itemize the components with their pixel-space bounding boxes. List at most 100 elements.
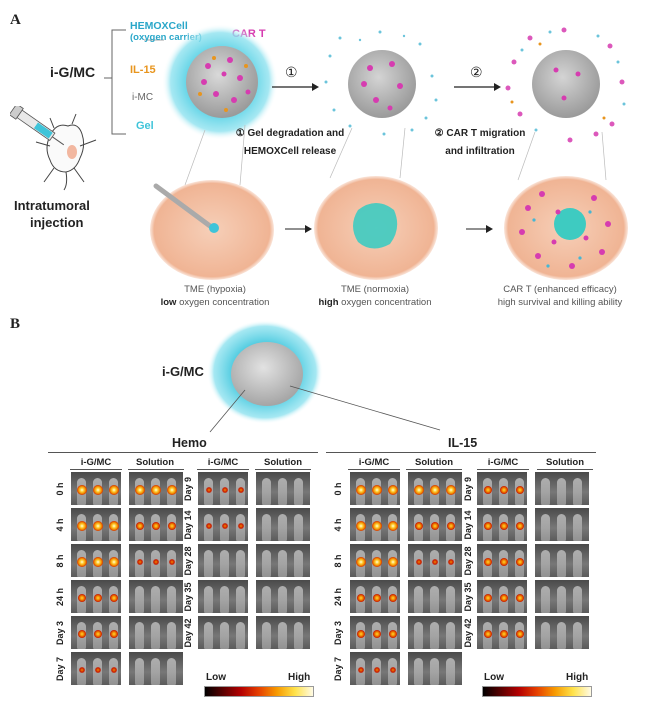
bli-signal-spot — [93, 485, 103, 495]
il15-col-igmc-1: i-G/MC — [358, 457, 390, 468]
hemox-label: HEMOXCell — [130, 20, 188, 32]
mouse-silhouette — [220, 622, 229, 649]
bli-signal-spot — [357, 630, 365, 638]
mouse-silhouette — [430, 586, 439, 613]
il15-col-rule-4 — [537, 469, 593, 470]
migration-sphere — [505, 27, 626, 143]
bli-signal-spot — [152, 522, 160, 530]
hemo-col-rule-3 — [197, 469, 249, 470]
bli-signal-spot — [500, 486, 508, 494]
bli-signal-spot — [373, 630, 381, 638]
bli-image-tile — [70, 471, 122, 506]
hemo-row-label-5: Day 7 — [55, 656, 65, 682]
bli-image-tile — [349, 615, 401, 650]
bli-signal-spot — [169, 559, 175, 565]
intratumoral-label: Intratumoral — [14, 198, 90, 213]
injection-label: injection — [30, 215, 84, 230]
tme3-caption-line1: CAR T (enhanced efficacy) — [503, 284, 617, 295]
bli-signal-spot — [484, 630, 492, 638]
step2-caption-line1: ② CAR T migration — [434, 128, 526, 139]
il15-row-label-r0: Day 9 — [463, 476, 473, 502]
mouse-silhouette — [430, 658, 439, 685]
bli-signal-spot — [414, 485, 424, 495]
bli-signal-spot — [431, 522, 439, 530]
bli-signal-spot — [109, 521, 119, 531]
zoom-lines — [184, 124, 607, 186]
tme1-bold: low — [160, 297, 177, 308]
mouse-silhouette — [135, 658, 144, 685]
bli-image-tile — [534, 543, 590, 578]
panel-a-letter: A — [10, 12, 21, 28]
bli-signal-spot — [206, 523, 212, 529]
bli-signal-spot — [416, 559, 422, 565]
mouse-silhouette — [294, 550, 303, 577]
il15-row-label-r2: Day 28 — [463, 546, 473, 576]
bli-signal-spot — [415, 522, 423, 530]
bli-signal-spot — [500, 630, 508, 638]
tme3-caption-line2: high survival and killing ability — [497, 297, 623, 308]
igmc-sphere — [162, 24, 278, 140]
tme2-bold: high — [318, 297, 339, 308]
mouse-silhouette — [557, 550, 566, 577]
il15-col-rule-3 — [477, 469, 529, 470]
panel-b-igmc-label: i-G/MC — [162, 364, 204, 379]
bli-signal-spot — [500, 558, 508, 566]
imc-label: i-MC — [132, 92, 154, 103]
hemo-group-title: Hemo — [172, 436, 207, 450]
arrow-tme2 — [466, 225, 493, 233]
hemo-row-label-0: 0 h — [55, 482, 65, 496]
mouse-silhouette — [278, 622, 287, 649]
bli-signal-spot — [500, 594, 508, 602]
hemo-row-label-r3: Day 35 — [183, 582, 193, 612]
bli-signal-spot — [93, 557, 103, 567]
bli-image-tile — [534, 507, 590, 542]
il15-row-label-2: 8 h — [333, 554, 343, 568]
mouse-silhouette — [541, 514, 550, 541]
mouse-silhouette — [446, 622, 455, 649]
bli-signal-spot — [238, 523, 244, 529]
bli-signal-spot — [430, 485, 440, 495]
mouse-silhouette — [541, 550, 550, 577]
tme-hypoxia-tumor — [150, 180, 274, 280]
hemo-row-label-4: Day 3 — [55, 620, 65, 646]
bli-image-tile — [534, 471, 590, 506]
step1-caption-line1: ① Gel degradation and — [235, 128, 345, 139]
hemo-row-label-r0: Day 9 — [183, 476, 193, 502]
bli-image-tile — [197, 543, 249, 578]
il15-col-solution-1: Solution — [415, 457, 453, 468]
bli-signal-spot — [135, 485, 145, 495]
bli-image-tile — [197, 471, 249, 506]
bli-image-tile — [70, 651, 122, 686]
bli-signal-spot — [356, 485, 366, 495]
bli-signal-spot — [484, 594, 492, 602]
bli-signal-spot — [516, 594, 524, 602]
mouse-silhouette — [414, 622, 423, 649]
mouse-silhouette — [573, 586, 582, 613]
bli-signal-spot — [77, 485, 87, 495]
bli-image-tile — [128, 471, 184, 506]
bli-signal-spot — [78, 630, 86, 638]
hemo-col-rule-4 — [255, 469, 311, 470]
gel-label: Gel — [136, 120, 154, 132]
mouse-silhouette — [167, 586, 176, 613]
mouse-silhouette — [204, 550, 213, 577]
bli-signal-spot — [238, 487, 244, 493]
mouse-silhouette — [262, 514, 271, 541]
bli-signal-spot — [356, 521, 366, 531]
hemo-col-igmc-2: i-G/MC — [207, 457, 239, 468]
il15-header-rule — [326, 452, 596, 453]
bli-signal-spot — [500, 522, 508, 530]
bli-image-tile — [349, 507, 401, 542]
bli-image-tile — [407, 507, 463, 542]
il15-row-label-5: Day 7 — [333, 656, 343, 682]
mouse-silhouette — [220, 586, 229, 613]
bli-signal-spot — [446, 485, 456, 495]
hemo-row-label-1: 4 h — [55, 518, 65, 532]
il15-row-label-4: Day 3 — [333, 620, 343, 646]
bli-image-tile — [128, 507, 184, 542]
step2-caption-line2: and infiltration — [445, 146, 515, 157]
panel-b-connectors — [209, 385, 441, 433]
bli-signal-spot — [484, 558, 492, 566]
mouse-silhouette — [220, 550, 229, 577]
il15-col-rule-2 — [406, 469, 462, 470]
